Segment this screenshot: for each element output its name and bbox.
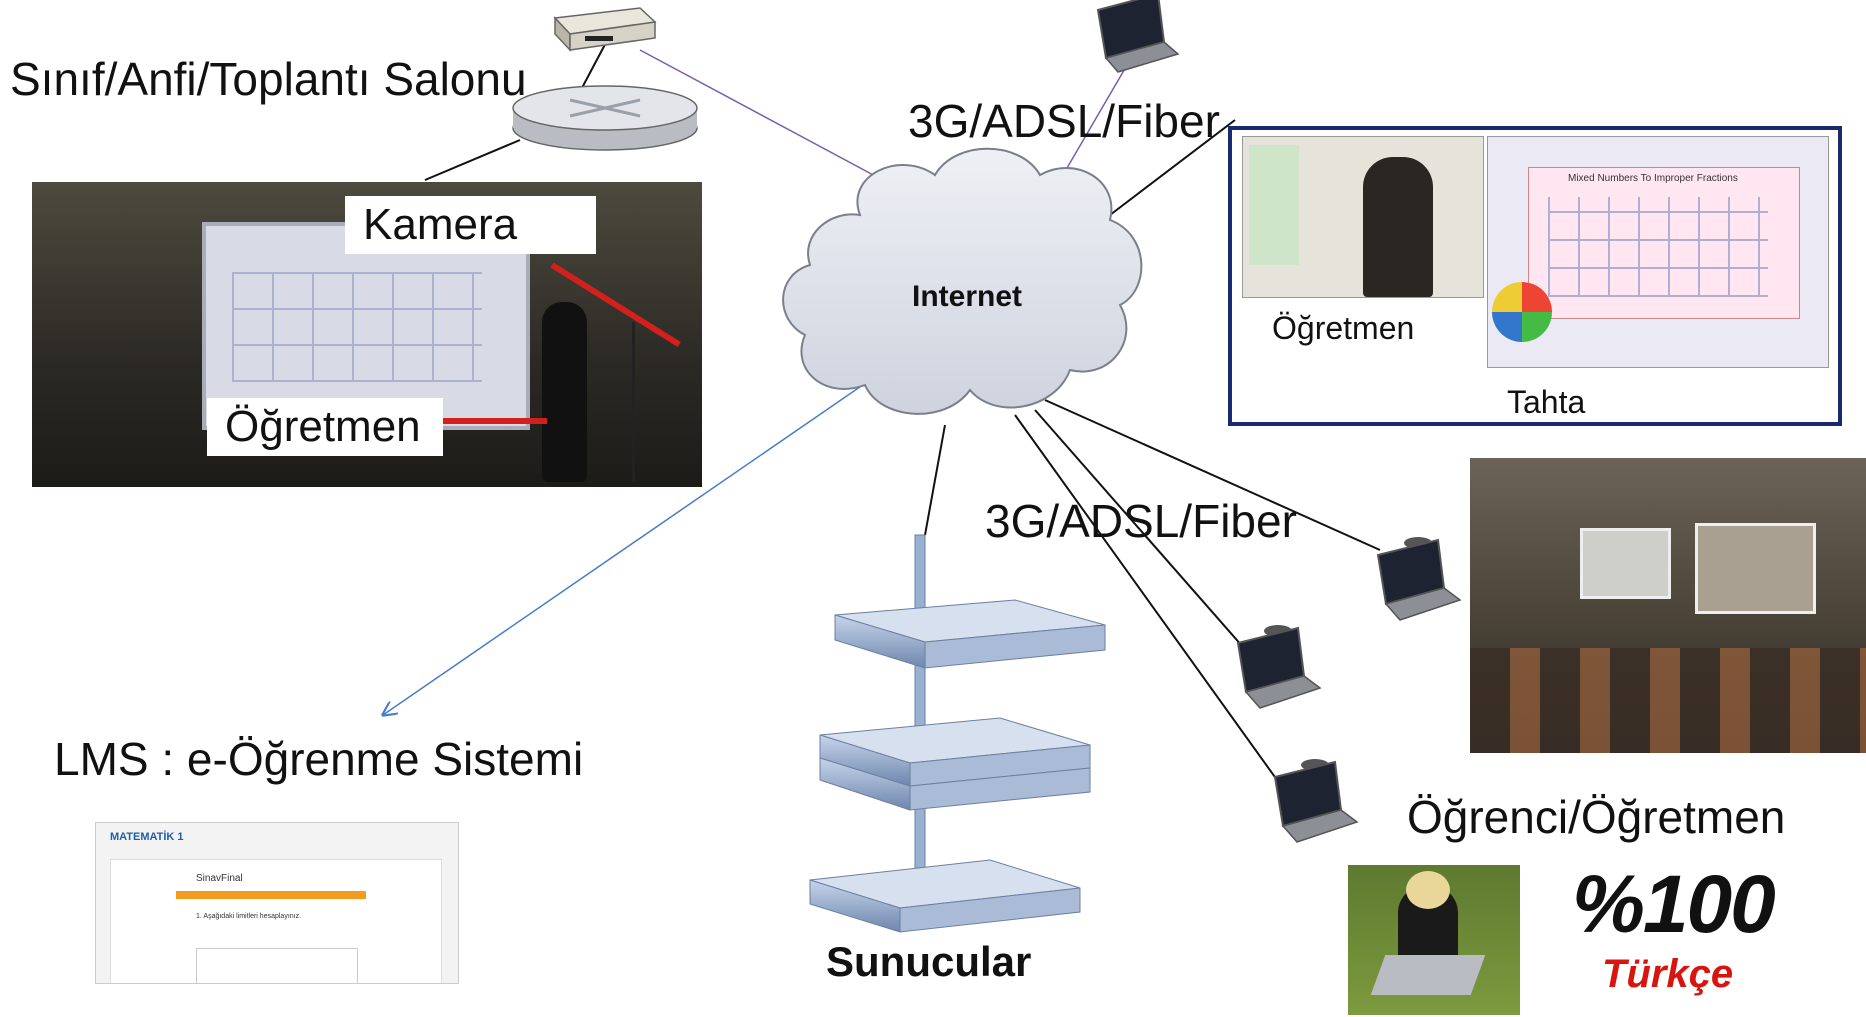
laptop-icon-1 bbox=[1376, 537, 1462, 621]
line-internet-laptop1 bbox=[1044, 399, 1381, 551]
line-router-classroom bbox=[424, 139, 521, 181]
turkish-label: Türkçe bbox=[1602, 952, 1734, 996]
router-icon bbox=[512, 85, 698, 151]
student-photo bbox=[1348, 865, 1520, 1015]
teacher-figure bbox=[542, 302, 587, 482]
line-internet-laptop2 bbox=[1034, 409, 1251, 656]
modem-icon bbox=[553, 7, 657, 52]
line-internet-lms bbox=[383, 379, 871, 715]
board-grid bbox=[232, 272, 482, 382]
student-teacher-label: Öğrenci/Öğretmen bbox=[1407, 791, 1786, 843]
lms-screenshot: MATEMATİK 1 SinavFinal 1. Aşağıdaki limi… bbox=[95, 822, 459, 984]
camera-tripod bbox=[632, 322, 661, 482]
lms-exam-name: SinavFinal bbox=[196, 873, 243, 884]
connection-label-top: 3G/ADSL/Fiber bbox=[908, 95, 1220, 147]
classroom-label: Sınıf/Anfi/Toplantı Salonu bbox=[10, 53, 527, 105]
teacher-video-window bbox=[1242, 136, 1484, 298]
server-1 bbox=[834, 599, 1106, 669]
audience-photo bbox=[1470, 458, 1866, 753]
teacher-screen-label: Öğretmen bbox=[1272, 310, 1415, 346]
line-internet-screen bbox=[1109, 119, 1236, 216]
internet-cloud bbox=[782, 147, 1143, 415]
line-laptop-internet bbox=[1059, 59, 1131, 181]
connection-label-mid: 3G/ADSL/Fiber bbox=[985, 495, 1297, 547]
board-screen-label: Tahta bbox=[1507, 384, 1586, 420]
laptop-icon-2 bbox=[1236, 625, 1322, 709]
servers-label: Sunucular bbox=[826, 938, 1032, 985]
lms-question: 1. Aşağıdaki limitleri hesaplayınız. bbox=[196, 913, 302, 920]
color-wheel-icon bbox=[1492, 282, 1552, 342]
laptop-icon-top bbox=[1096, 0, 1180, 73]
board-window: Mixed Numbers To Improper Fractions bbox=[1487, 136, 1829, 368]
line-internet-servers bbox=[924, 424, 946, 536]
camera-label: Kamera bbox=[345, 196, 596, 254]
laptop-icon-3 bbox=[1273, 759, 1359, 843]
internet-label: Internet bbox=[912, 280, 1023, 313]
lms-label: LMS : e-Öğrenme Sistemi bbox=[54, 733, 584, 785]
line-internet-laptop3 bbox=[1014, 414, 1296, 806]
lms-course-title: MATEMATİK 1 bbox=[110, 831, 184, 843]
board-title: Mixed Numbers To Improper Fractions bbox=[1568, 173, 1738, 184]
red-arrow-teacher bbox=[437, 418, 547, 424]
teacher-photo-label: Öğretmen bbox=[207, 398, 443, 456]
server-2 bbox=[819, 717, 1091, 811]
server-rack-icon bbox=[809, 534, 1106, 933]
screen-capture-frame: Öğretmen Mixed Numbers To Improper Fract… bbox=[1228, 126, 1842, 426]
server-3 bbox=[809, 859, 1081, 933]
percent-label: %100 bbox=[1572, 859, 1776, 950]
